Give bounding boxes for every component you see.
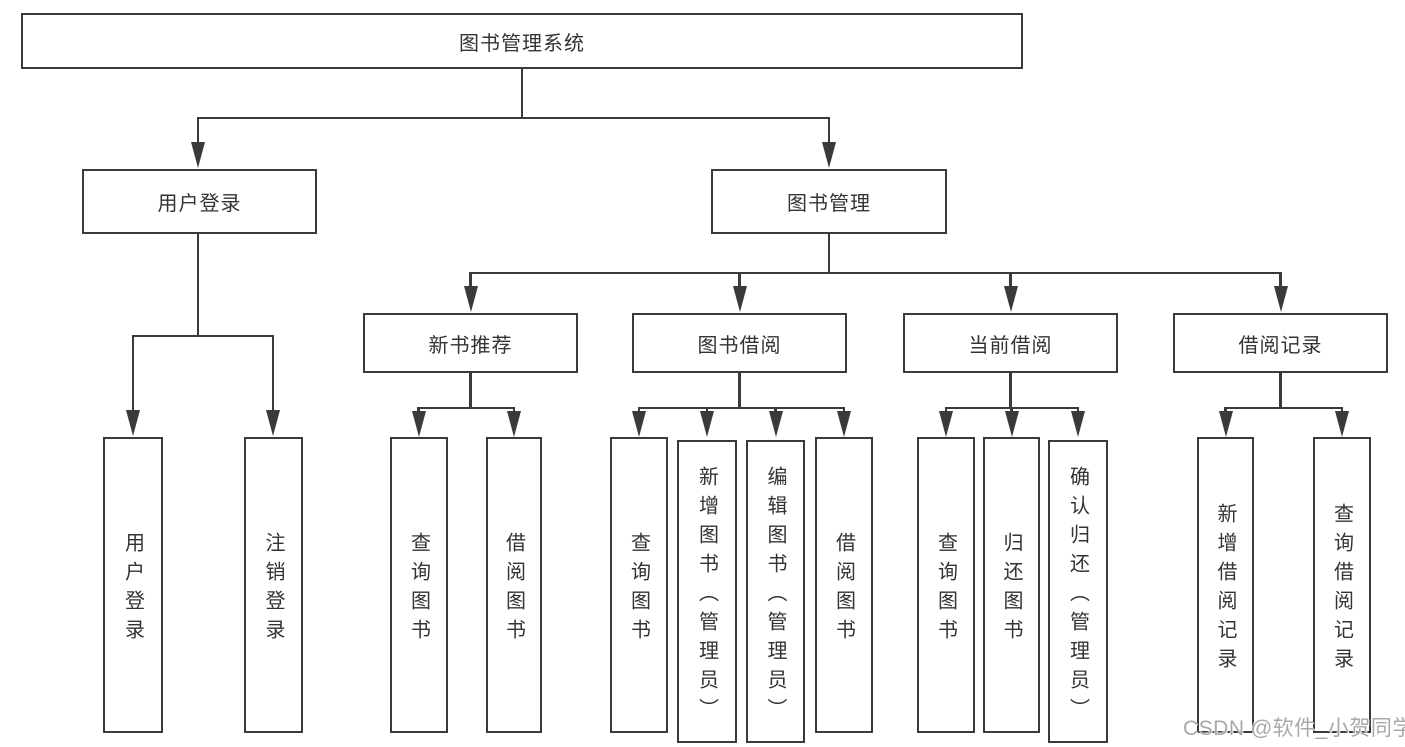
node-root: 图书管理系统 bbox=[21, 13, 1023, 69]
leaf-cb-return-book-label: 归还图书 bbox=[1000, 531, 1022, 648]
connector-current-borrow-stem bbox=[1009, 373, 1012, 407]
node-book-borrow-label: 图书借阅 bbox=[697, 334, 782, 357]
leaf-bb-edit-book-admin-label: 编辑图书（管理员） bbox=[764, 465, 786, 727]
connector-drop-rec-query bbox=[417, 407, 420, 413]
node-user-login-label: 用户登录 bbox=[157, 193, 242, 215]
arrowhead-down-icon bbox=[1003, 286, 1018, 312]
connector-borrow-records-bar bbox=[1224, 406, 1344, 409]
connector-book-borrow-stem bbox=[738, 373, 741, 407]
connector-user-login-stem bbox=[196, 234, 200, 335]
node-new-book-rec-label: 新书推荐 bbox=[428, 334, 513, 357]
connector-drop-book-mgmt bbox=[827, 117, 831, 143]
connector-book-mgmt-bar bbox=[469, 271, 1282, 274]
connector-new-book-rec-stem bbox=[469, 373, 472, 407]
leaf-br-add-record: 新增借阅记录 bbox=[1197, 437, 1254, 733]
leaf-bb-query-book: 查询图书 bbox=[610, 437, 668, 733]
leaf-br-query-record: 查询借阅记录 bbox=[1313, 437, 1371, 733]
connector-drop-leaf-login bbox=[131, 335, 135, 411]
arrowhead-down-icon bbox=[822, 142, 836, 168]
arrowhead-down-icon bbox=[1335, 411, 1349, 437]
leaf-cb-query-book-label: 查询图书 bbox=[934, 531, 957, 648]
leaf-rec-query-book: 查询图书 bbox=[390, 437, 448, 733]
leaf-user-login: 用户登录 bbox=[103, 437, 163, 733]
leaf-cb-confirm-return-admin: 确认归还（管理员） bbox=[1048, 440, 1108, 743]
node-book-mgmt-label: 图书管理 bbox=[787, 193, 871, 215]
connector-book-borrow-bar bbox=[637, 406, 846, 409]
connector-drop-br-add bbox=[1224, 407, 1227, 413]
arrowhead-down-icon bbox=[411, 411, 426, 437]
connector-drop-bb-add bbox=[705, 407, 709, 413]
connector-drop-user-login bbox=[196, 117, 200, 143]
arrowhead-down-icon bbox=[700, 411, 714, 437]
node-borrow-records: 借阅记录 bbox=[1173, 313, 1388, 373]
arrowhead-down-icon bbox=[1273, 286, 1288, 312]
connector-drop-borrow-records bbox=[1279, 272, 1282, 287]
connector-book-mgmt-stem bbox=[827, 234, 831, 273]
connector-root-stem bbox=[520, 69, 524, 118]
leaf-rec-query-book-label: 查询图书 bbox=[407, 531, 430, 648]
node-borrow-records-label: 借阅记录 bbox=[1238, 334, 1323, 357]
arrowhead-down-icon bbox=[732, 286, 747, 312]
arrowhead-down-icon bbox=[266, 410, 280, 436]
arrowhead-down-icon bbox=[191, 142, 205, 168]
connector-drop-cb-query bbox=[944, 407, 948, 413]
connector-root-bar bbox=[196, 116, 831, 120]
leaf-cb-confirm-return-admin-label: 确认归还（管理员） bbox=[1066, 465, 1089, 727]
arrowhead-down-icon bbox=[507, 411, 521, 437]
arrowhead-down-icon bbox=[1218, 411, 1233, 437]
leaf-bb-add-book-admin-label: 新增图书（管理员） bbox=[695, 465, 718, 727]
connector-drop-book-borrow bbox=[738, 272, 741, 287]
leaf-bb-borrow-book: 借阅图书 bbox=[815, 437, 873, 733]
connector-drop-cb-return bbox=[1010, 407, 1013, 413]
node-user-login: 用户登录 bbox=[82, 169, 317, 234]
node-root-label: 图书管理系统 bbox=[459, 32, 585, 55]
arrowhead-down-icon bbox=[939, 411, 953, 437]
leaf-br-add-record-label: 新增借阅记录 bbox=[1214, 502, 1236, 677]
arrowhead-down-icon bbox=[632, 411, 646, 437]
connector-drop-rec-borrow bbox=[512, 407, 516, 413]
leaf-bb-edit-book-admin: 编辑图书（管理员） bbox=[746, 440, 805, 743]
arrowhead-down-icon bbox=[126, 410, 140, 436]
leaf-rec-borrow-book-label: 借阅图书 bbox=[502, 531, 525, 648]
leaf-logout: 注销登录 bbox=[244, 437, 303, 733]
connector-drop-bb-borrow bbox=[842, 407, 846, 413]
connector-user-login-bar bbox=[131, 334, 275, 337]
arrowhead-down-icon bbox=[768, 411, 783, 437]
connector-drop-bb-query bbox=[637, 407, 641, 413]
arrowhead-down-icon bbox=[837, 411, 851, 437]
leaf-br-query-record-label: 查询借阅记录 bbox=[1330, 502, 1353, 677]
leaf-logout-label: 注销登录 bbox=[262, 531, 284, 648]
leaf-rec-borrow-book: 借阅图书 bbox=[486, 437, 542, 733]
arrowhead-down-icon bbox=[1004, 411, 1019, 437]
leaf-cb-return-book: 归还图书 bbox=[983, 437, 1040, 733]
connector-drop-new-book-rec bbox=[469, 272, 472, 287]
arrowhead-down-icon bbox=[1071, 411, 1085, 437]
connector-drop-leaf-logout bbox=[271, 335, 275, 411]
node-new-book-rec: 新书推荐 bbox=[363, 313, 578, 373]
csdn-watermark: CSDN @软件_小贺同学 bbox=[1183, 717, 1405, 740]
leaf-bb-add-book-admin: 新增图书（管理员） bbox=[677, 440, 737, 743]
leaf-bb-query-book-label: 查询图书 bbox=[627, 531, 650, 648]
leaf-bb-borrow-book-label: 借阅图书 bbox=[832, 531, 855, 648]
connector-drop-br-query bbox=[1340, 407, 1344, 413]
connector-drop-bb-edit bbox=[774, 407, 777, 413]
connector-drop-current-borrow bbox=[1009, 272, 1012, 287]
connector-borrow-records-stem bbox=[1279, 373, 1282, 407]
connector-new-book-rec-bar bbox=[417, 406, 515, 409]
node-current-borrow: 当前借阅 bbox=[903, 313, 1118, 373]
arrowhead-down-icon bbox=[463, 286, 478, 312]
node-book-borrow: 图书借阅 bbox=[632, 313, 847, 373]
leaf-user-login-label: 用户登录 bbox=[121, 531, 144, 648]
leaf-cb-query-book: 查询图书 bbox=[917, 437, 975, 733]
connector-drop-cb-confirm bbox=[1076, 407, 1080, 413]
node-book-mgmt: 图书管理 bbox=[711, 169, 947, 234]
node-current-borrow-label: 当前借阅 bbox=[968, 334, 1053, 357]
